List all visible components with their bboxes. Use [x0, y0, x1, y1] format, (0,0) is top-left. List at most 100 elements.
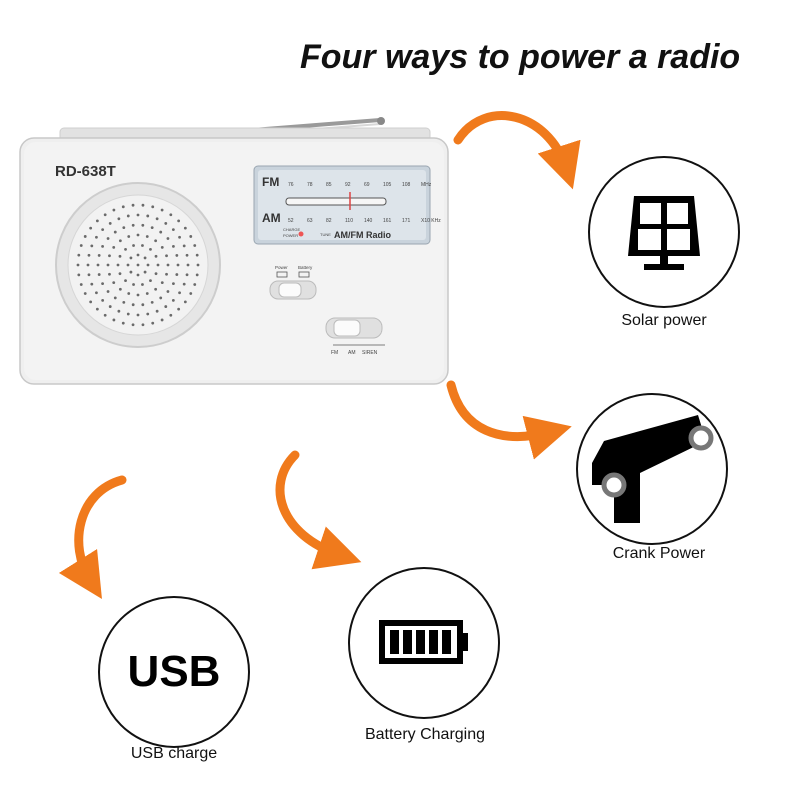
band-fm-label: FM: [262, 175, 279, 189]
speaker-hole: [95, 235, 98, 239]
dial-scale-tick: 161: [383, 218, 392, 224]
speaker-hole: [121, 205, 125, 209]
speaker-hole: [108, 272, 111, 276]
speaker-hole: [101, 282, 104, 285]
speaker-hole: [171, 298, 175, 302]
dial-scale-tick: 82: [326, 218, 332, 224]
speaker-hole: [141, 244, 144, 247]
speaker-hole: [182, 282, 186, 286]
dial-scale-tick: 78: [307, 182, 313, 188]
speaker-hole: [160, 245, 164, 249]
dial-scale-tick: 140: [364, 218, 373, 224]
speaker-hole: [136, 233, 140, 237]
speaker-hole: [77, 253, 81, 257]
speaker-hole: [103, 213, 107, 217]
power-source-switch[interactable]: Power Battery: [269, 265, 317, 300]
speaker-hole: [186, 263, 190, 267]
speaker-hole: [193, 283, 197, 286]
speaker-hole: [136, 263, 140, 267]
speaker-hole: [164, 305, 168, 308]
speaker-hole: [154, 287, 158, 291]
speaker-hole: [177, 219, 181, 223]
speaker-hole: [89, 300, 93, 304]
speaker-hole: [145, 292, 149, 295]
speaker-hole: [118, 254, 122, 258]
speaker-hole: [83, 235, 87, 238]
speaker-hole: [185, 253, 189, 257]
crank-power-label: Crank Power: [612, 545, 706, 562]
speaker-hole: [106, 263, 110, 267]
speaker-hole: [150, 301, 154, 304]
speaker-hole: [160, 281, 164, 285]
speaker-hole: [166, 263, 170, 267]
speaker-hole: [101, 245, 104, 248]
speaker-hole: [146, 263, 150, 267]
speaker-hole: [189, 235, 193, 238]
dial-scale-tick: 76: [288, 182, 294, 188]
speaker-hole: [90, 244, 94, 248]
speaker-hole: [164, 222, 168, 225]
speaker-hole: [77, 273, 81, 277]
speaker-hole: [160, 318, 164, 322]
dial-scale-tick: 85: [326, 182, 332, 188]
speaker-hole: [108, 222, 112, 225]
speaker-hole: [87, 253, 91, 257]
speaker-hole: [150, 226, 154, 229]
speaker-hole: [108, 254, 111, 258]
power-label: POWER: [283, 233, 298, 238]
mode-switch[interactable]: FM AM SIREN: [325, 317, 385, 356]
speaker-hole: [146, 214, 150, 218]
speaker-hole: [126, 214, 130, 218]
speaker-hole: [136, 253, 140, 257]
speaker-hole: [178, 235, 181, 239]
crank-power-option: [576, 393, 728, 545]
speaker-hole: [143, 270, 147, 274]
speaker-hole: [195, 273, 199, 277]
speaker-hole: [97, 273, 101, 276]
speaker-hole: [189, 292, 193, 295]
speaker-hole: [127, 235, 131, 238]
speaker-hole: [196, 263, 200, 267]
speaker-hole: [154, 272, 158, 276]
speaker-hole: [101, 228, 105, 232]
speaker-hole: [141, 203, 145, 207]
speaker-hole: [126, 312, 130, 316]
speaker-hole: [149, 279, 152, 283]
speaker-hole: [169, 313, 173, 317]
speaker-hole: [151, 205, 155, 209]
speaker-hole: [145, 235, 149, 238]
speaker-hole: [127, 292, 131, 295]
speaker-hole: [185, 273, 189, 277]
speaker-hole: [86, 263, 90, 267]
svg-text:AM: AM: [348, 350, 356, 356]
speaker-hole: [165, 254, 168, 258]
speaker-hole: [132, 283, 135, 286]
speaker-hole: [101, 298, 105, 302]
crank-handle-icon: [592, 415, 714, 523]
speaker-hole: [141, 323, 145, 327]
speaker-hole: [155, 309, 159, 313]
speaker-hole: [131, 223, 135, 227]
speaker-hole: [136, 273, 140, 277]
speaker-hole: [171, 228, 175, 232]
speaker-hole: [129, 256, 133, 260]
speaker-hole: [165, 272, 168, 276]
dial-scale-tick: 63: [307, 218, 313, 224]
speaker-hole: [175, 273, 179, 276]
arrow-to-solar: [453, 111, 581, 190]
usb-text-icon: USB: [127, 647, 221, 696]
speaker-hole: [156, 263, 160, 267]
speaker-hole: [154, 239, 158, 243]
speaker-hole: [112, 208, 116, 212]
speaker-hole: [154, 254, 158, 258]
dial-scale-tick: 171: [402, 218, 411, 224]
solar-panel-icon: [628, 196, 700, 270]
speaker-hole: [95, 219, 99, 223]
speaker-hole: [155, 217, 159, 221]
svg-text:FM: FM: [331, 350, 338, 356]
svg-text:Battery: Battery: [298, 265, 313, 270]
dial-scale-tick: 92: [345, 182, 351, 188]
speaker-hole: [117, 217, 121, 221]
speaker-hole: [178, 291, 181, 295]
